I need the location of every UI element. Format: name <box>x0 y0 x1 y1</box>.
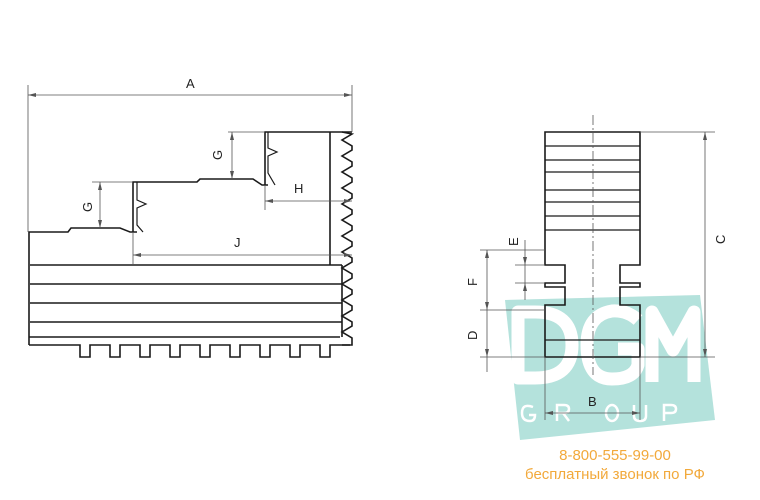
serration-teeth <box>340 131 355 346</box>
side-view-dimensions <box>27 85 353 265</box>
dim-label-e: E <box>506 237 521 246</box>
watermark-logo <box>505 295 715 440</box>
watermark-dgm-letters <box>511 304 701 386</box>
front-arrowheads <box>485 132 707 415</box>
arrowheads <box>28 93 352 257</box>
free-call-note: бесплатный звонок по РФ <box>525 466 705 483</box>
dim-label-j: J <box>234 235 241 250</box>
dim-label-h: H <box>294 181 303 196</box>
dim-label-a: A <box>186 76 195 91</box>
side-view <box>28 131 355 358</box>
dim-label-c: C <box>713 235 728 244</box>
dim-label-b: B <box>588 394 597 409</box>
dim-label-f: F <box>465 278 480 286</box>
front-view-dimensions <box>480 131 715 420</box>
phone-number[interactable]: 8-800-555-99-00 <box>559 447 671 464</box>
bottom-teeth <box>29 344 350 358</box>
dim-label-d: D <box>465 331 480 340</box>
contact-block: 8-800-555-99-00 бесплатный звонок по РФ <box>470 446 760 484</box>
dim-label-g-upper: G <box>210 150 225 160</box>
dim-label-g-lower: G <box>80 202 95 212</box>
watermark-group-letters <box>520 403 678 423</box>
